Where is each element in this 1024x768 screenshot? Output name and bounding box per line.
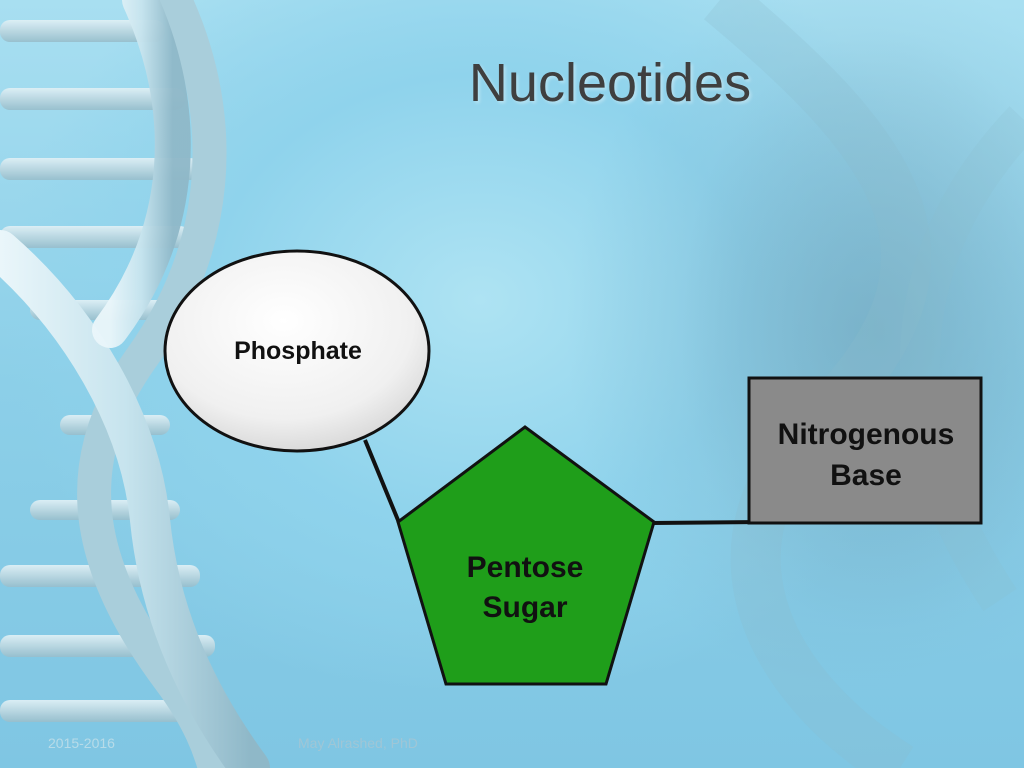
edge-phosphate-sugar: [363, 439, 402, 526]
pentose-sugar-label: Pentose Sugar: [425, 548, 625, 628]
pentose-sugar-label-line1: Pentose: [466, 551, 584, 584]
phosphate-label: Phosphate: [234, 337, 362, 365]
slide-title: Nucleotides: [468, 53, 752, 113]
phosphate-node-shape: [163, 249, 431, 453]
pentose-sugar-label-line2: Sugar: [482, 591, 568, 624]
footer-year: 2015-2016: [48, 735, 115, 751]
nitrogenous-base-label: Nitrogenous Base: [750, 414, 982, 496]
pentose-sugar-node-shape: [396, 425, 656, 686]
nitrogenous-base-label-line1: Nitrogenous: [777, 418, 955, 451]
footer-author: May Alrashed, PhD: [298, 735, 418, 751]
nitrogenous-base-node-shape: [747, 376, 983, 525]
nitrogenous-base-label-line2: Base: [830, 459, 902, 492]
